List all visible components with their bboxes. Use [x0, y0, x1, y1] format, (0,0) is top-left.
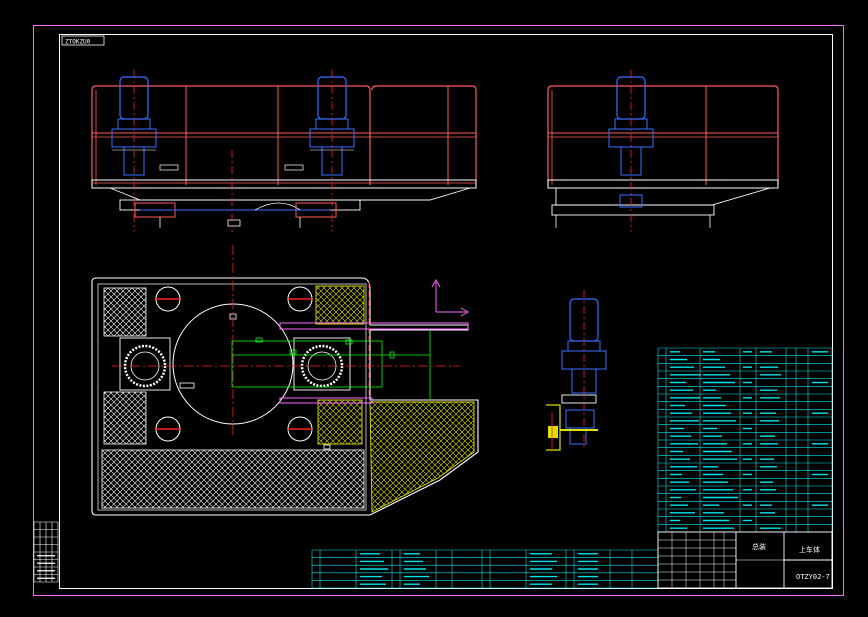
- title-sheet-label: 总装: [752, 542, 766, 551]
- parts-list-table: [657, 347, 833, 533]
- grating-panel-top-right: [315, 285, 365, 325]
- grating-panel-bottom: [101, 449, 365, 509]
- gear-ring-left: [119, 337, 171, 391]
- side-elevation-view: [547, 70, 779, 232]
- grating-panel-wedge: [369, 401, 475, 513]
- corner-code-text: ZTOKZU0: [65, 39, 91, 46]
- detail-view-motor: [546, 290, 607, 451]
- wheel-bottom-left: [155, 416, 181, 442]
- gear-ring-right: [293, 337, 351, 391]
- boom-arm: [279, 322, 469, 330]
- title-drawing-number: OTZY02-7: [796, 573, 830, 581]
- corner-code-box: ZTOKZU0: [61, 35, 105, 46]
- wheel-top-right: [287, 286, 313, 312]
- front-elevation-view: [91, 70, 477, 232]
- bottom-info-table: [311, 549, 659, 589]
- sheet-outer-border: [33, 25, 844, 596]
- hydraulic-lines: [231, 330, 431, 400]
- wheel-top-left: [155, 286, 181, 312]
- grating-panel-mid-left: [103, 391, 147, 445]
- sheet-inner-frame: [59, 34, 833, 589]
- ucs-axis-icon: [431, 278, 470, 317]
- wheel-bottom-right: [287, 416, 313, 442]
- grating-panel-top-left: [103, 287, 147, 337]
- grating-panel-right-small: [317, 399, 363, 445]
- title-part-name: 上车体: [799, 545, 820, 554]
- revision-side-table: [33, 521, 59, 583]
- title-block: 总装 上车体 OTZY02-7: [657, 531, 833, 589]
- plan-view: [91, 245, 479, 516]
